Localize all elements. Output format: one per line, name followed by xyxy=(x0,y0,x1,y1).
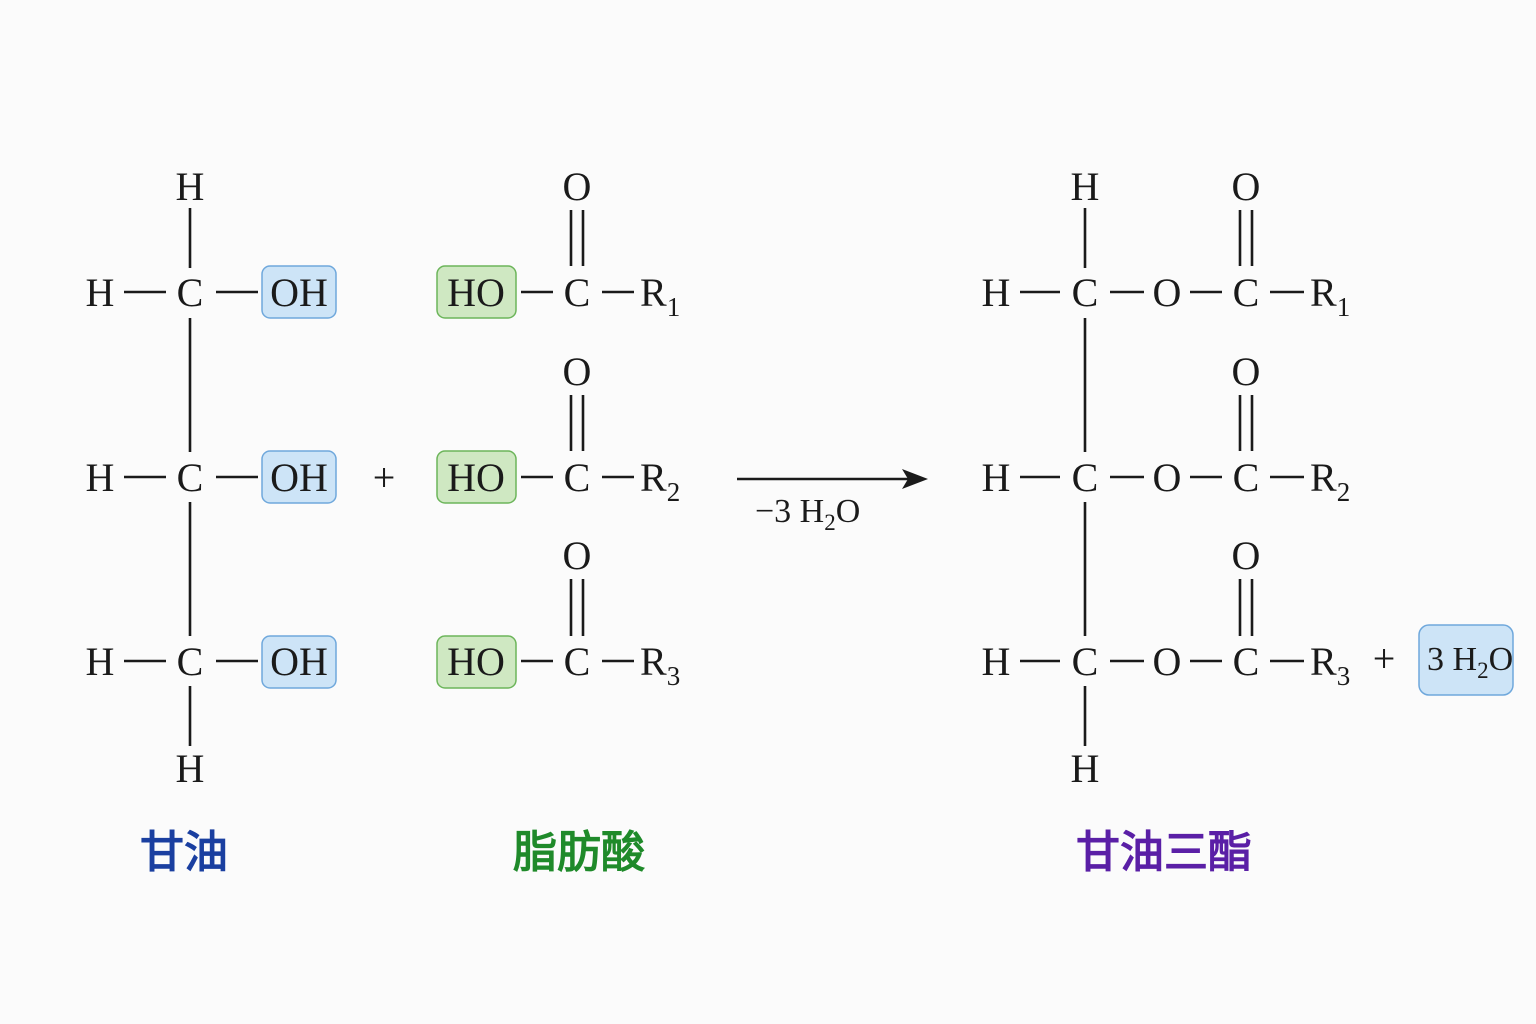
atom-o: O xyxy=(1232,164,1261,209)
atom-c: C xyxy=(1072,639,1099,684)
atom-h: H xyxy=(86,639,115,684)
atom-o: O xyxy=(1232,349,1261,394)
hydroxyl-group: OH xyxy=(270,455,328,500)
atom-c: C xyxy=(1072,455,1099,500)
atom-h: H xyxy=(86,270,115,315)
atom-h: H xyxy=(982,270,1011,315)
reaction-arrow: −3 H2O xyxy=(737,469,928,535)
atom-c: C xyxy=(564,639,591,684)
triglyceride-molecule: H H H C O C R1 O H C O C R2 O H C O C xyxy=(982,164,1351,791)
atom-o: O xyxy=(1232,533,1261,578)
oh-highlight-3 xyxy=(261,635,337,689)
atom-o: O xyxy=(563,533,592,578)
atom-c: C xyxy=(564,270,591,315)
fatty-acid-label: 脂肪酸 xyxy=(513,827,646,878)
atom-o: O xyxy=(1153,270,1182,315)
atom-o: O xyxy=(1153,455,1182,500)
r-group: R1 xyxy=(640,270,680,322)
triglyceride-label: 甘油三酯 xyxy=(1076,827,1252,878)
plus-sign: + xyxy=(373,455,396,500)
hydroxyl-group: HO xyxy=(447,270,505,315)
r-group: R3 xyxy=(640,639,680,691)
water-highlight xyxy=(1418,624,1514,696)
hydroxyl-group: HO xyxy=(447,639,505,684)
atom-c: C xyxy=(177,270,204,315)
atom-c: C xyxy=(1233,639,1260,684)
arrow-head xyxy=(902,469,928,489)
r-group: R1 xyxy=(1310,270,1350,322)
hydroxyl-group: OH xyxy=(270,270,328,315)
atom-h: H xyxy=(1071,164,1100,209)
hydroxyl-group: HO xyxy=(447,455,505,500)
reaction-condition: −3 H2O xyxy=(755,493,860,535)
atom-c: C xyxy=(564,455,591,500)
atom-c: C xyxy=(1233,455,1260,500)
atom-h: H xyxy=(86,455,115,500)
ho-highlight-1 xyxy=(436,265,517,319)
atom-c: C xyxy=(1233,270,1260,315)
glycerol-label: 甘油 xyxy=(140,827,228,878)
atom-c: C xyxy=(177,639,204,684)
r-group: R3 xyxy=(1310,639,1350,691)
glycerol-molecule: H H C OH H C OH H C OH H xyxy=(86,164,337,791)
r-group: R2 xyxy=(640,455,680,507)
atom-c: C xyxy=(177,455,204,500)
r-group: R2 xyxy=(1310,455,1350,507)
fatty-acids: O HO C R1 O HO C R2 O HO C R3 xyxy=(436,164,680,691)
atom-o: O xyxy=(563,349,592,394)
atom-o: O xyxy=(1153,639,1182,684)
ho-highlight-2 xyxy=(436,450,517,504)
atom-c: C xyxy=(1072,270,1099,315)
atom-h: H xyxy=(1071,746,1100,791)
atom-h: H xyxy=(176,746,205,791)
atom-h: H xyxy=(176,164,205,209)
hydroxyl-group: OH xyxy=(270,639,328,684)
oh-highlight-2 xyxy=(261,450,337,504)
water-formula: 3 H2O xyxy=(1427,641,1513,683)
atom-h: H xyxy=(982,639,1011,684)
plus-sign: + xyxy=(1373,636,1396,681)
atom-h: H xyxy=(982,455,1011,500)
atom-o: O xyxy=(563,164,592,209)
ho-highlight-3 xyxy=(436,635,517,689)
water-product: 3 H2O xyxy=(1418,624,1514,696)
oh-highlight-1 xyxy=(261,265,337,319)
